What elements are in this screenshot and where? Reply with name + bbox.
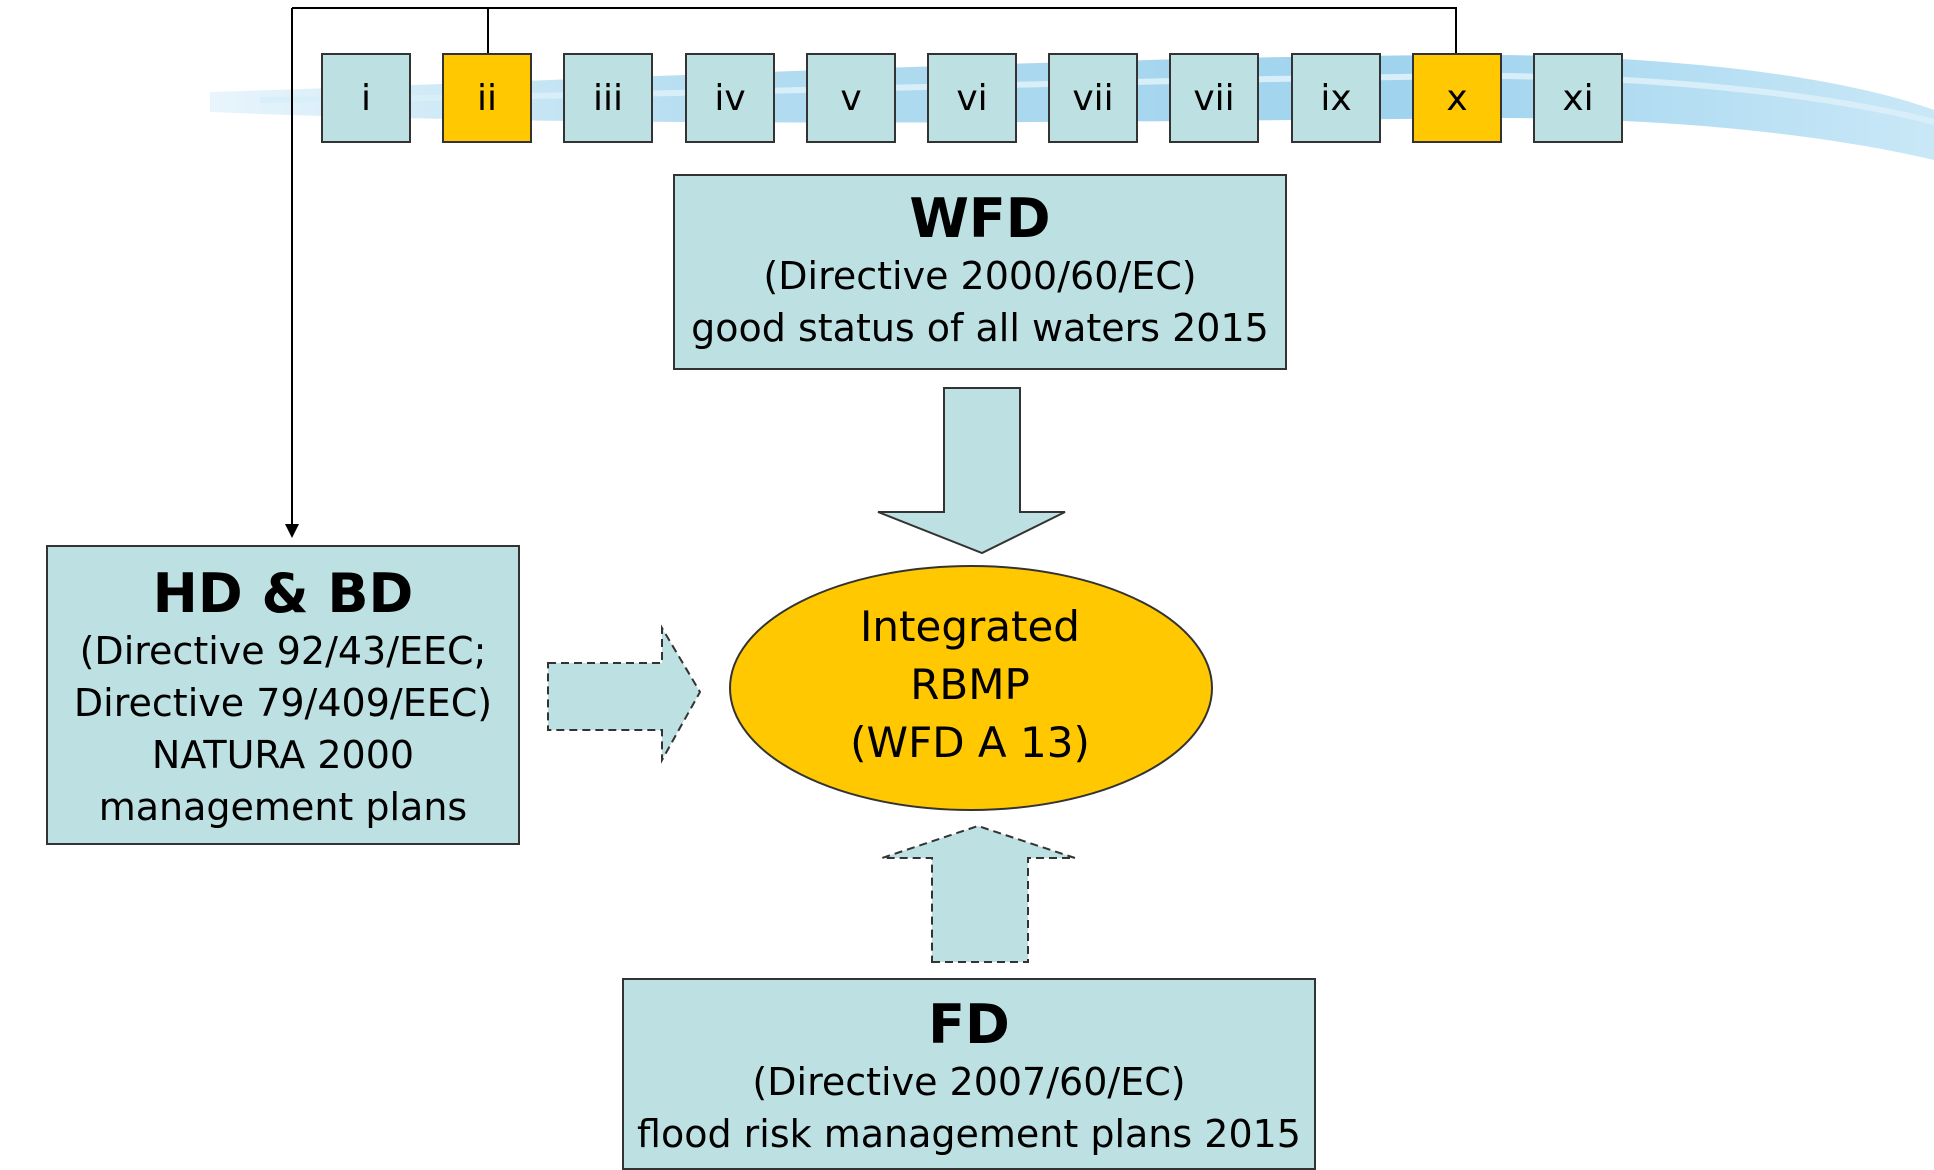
fd-box: FD (Directive 2007/60/EC) flood risk man…	[622, 978, 1316, 1170]
roman-box: v	[806, 53, 896, 143]
roman-box: ix	[1291, 53, 1381, 143]
hdbd-directive-2: Directive 79/409/EEC)	[73, 681, 493, 725]
roman-box: x	[1412, 53, 1502, 143]
hdbd-title: HD & BD	[152, 562, 414, 625]
connector-arrowhead	[285, 524, 299, 538]
hdbd-plans: management plans	[98, 785, 468, 829]
wfd-box: WFD (Directive 2000/60/EC) good status o…	[673, 174, 1287, 370]
roman-box: xi	[1533, 53, 1623, 143]
hdbd-directive-1: (Directive 92/43/EEC;	[79, 629, 487, 673]
roman-box: vii	[1169, 53, 1259, 143]
fd-up-arrow	[881, 824, 1076, 963]
hdbd-natura: NATURA 2000	[151, 733, 415, 777]
roman-box: vi	[927, 53, 1017, 143]
hdbd-box: HD & BD (Directive 92/43/EEC; Directive …	[46, 545, 520, 845]
roman-box: iii	[563, 53, 653, 143]
center-line-3: (WFD A 13)	[850, 718, 1090, 767]
wfd-goal: good status of all waters 2015	[691, 306, 1269, 350]
center-line-2: RBMP	[910, 660, 1030, 709]
integrated-rbmp-oval	[729, 565, 1213, 811]
fd-plans: flood risk management plans 2015	[637, 1112, 1301, 1156]
connector-line	[487, 7, 1457, 53]
roman-box: ii	[442, 53, 532, 143]
wfd-directive: (Directive 2000/60/EC)	[763, 254, 1197, 298]
fd-directive: (Directive 2007/60/EC)	[752, 1060, 1186, 1104]
wfd-down-arrow	[877, 387, 1066, 555]
wfd-title: WFD	[909, 187, 1051, 250]
fd-title: FD	[928, 993, 1010, 1056]
roman-box: i	[321, 53, 411, 143]
roman-box: iv	[685, 53, 775, 143]
center-line-1: Integrated	[860, 602, 1080, 651]
hdbd-right-arrow	[547, 624, 702, 764]
roman-box: vii	[1048, 53, 1138, 143]
integrated-rbmp-label: Integrated RBMP (WFD A 13)	[730, 598, 1210, 778]
